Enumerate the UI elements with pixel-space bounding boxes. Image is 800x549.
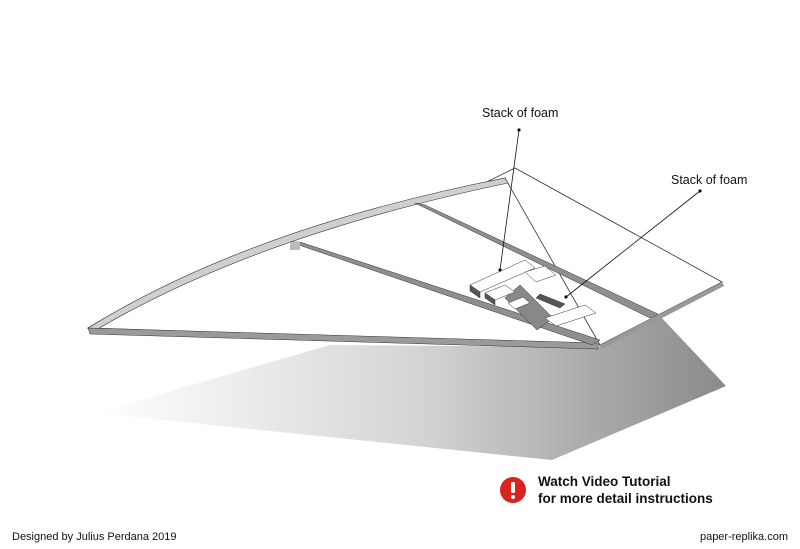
- notice-line-2: for more detail instructions: [538, 491, 713, 506]
- foam-stacks: [469, 259, 597, 331]
- video-tutorial-notice: Watch Video Tutorial for more detail ins…: [500, 473, 713, 507]
- site-url: paper-replika.com: [699, 531, 788, 543]
- rail: [414, 202, 659, 319]
- designer-credit: Designed by Julius Perdana 2019: [12, 531, 177, 543]
- foam-stack-label: Stack of foam: [482, 106, 559, 120]
- shadow: [95, 316, 726, 460]
- notice-line-1: Watch Video Tutorial: [538, 474, 671, 489]
- foam-stack-label: Stack of foam: [671, 173, 748, 187]
- exclamation-circle-icon: [500, 477, 526, 503]
